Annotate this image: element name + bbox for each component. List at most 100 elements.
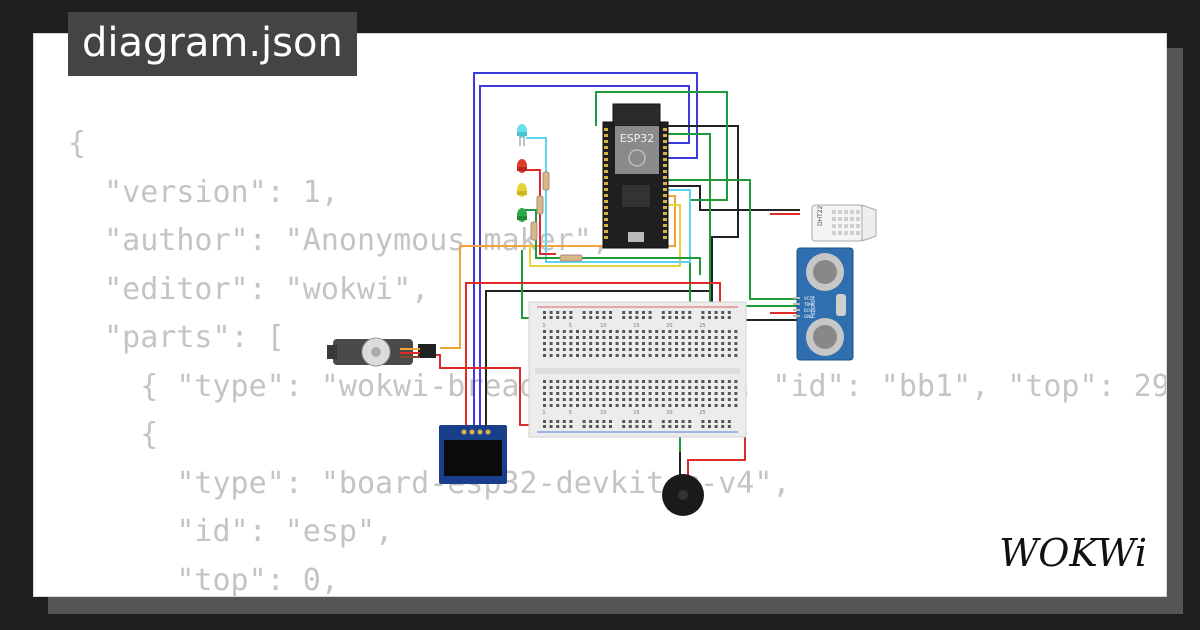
breadboard-hole [675,330,678,333]
breadboard-hole [681,380,685,383]
breadboard-hole [595,404,599,407]
breadboard-hole [609,336,612,339]
dht-vent [832,217,836,221]
buzzer[interactable] [662,474,704,516]
breadboard-hole [727,348,731,351]
breadboard-hole [635,316,639,319]
servo-motor[interactable] [327,337,436,367]
breadboard-hole [549,392,553,395]
breadboard-hole [562,316,566,319]
breadboard-hole [595,348,599,351]
breadboard-number: 25 [699,410,705,416]
oled-pin [477,429,483,435]
breadboard-hole [569,330,573,333]
wire-green-2 [668,133,800,307]
breadboard-hole [589,392,593,395]
esp-pin [604,236,608,239]
breadboard-hole [595,420,599,423]
breadboard-hole [602,386,606,389]
dht22-sensor[interactable]: DHT22 [811,204,877,242]
esp-pin [663,128,667,131]
breadboard-hole [635,386,639,389]
breadboard-hole [595,392,599,395]
breadboard-hole [609,398,612,401]
led-cyan[interactable] [517,124,527,146]
breadboard-hole [602,336,606,339]
breadboard-hole [543,330,546,333]
breadboard-hole [694,330,698,333]
oled-display[interactable] [439,425,507,484]
breadboard-hole [721,342,725,345]
breadboard-hole [727,380,731,383]
breadboard-hole [668,420,672,423]
breadboard-hole [668,398,672,401]
breadboard-hole [609,386,612,389]
breadboard-hole [615,354,619,357]
breadboard-hole [543,398,546,401]
breadboard-hole [655,404,659,407]
breadboard-hole [622,336,626,339]
code-line: "top": 0, [68,562,339,597]
breadboard-hole [701,386,705,389]
breadboard-hole [556,404,560,407]
breadboard-hole [562,386,566,389]
dht-vent [850,210,854,214]
breadboard-hole [628,342,632,345]
breadboard-hole [556,425,560,428]
breadboard-hole [543,316,546,319]
breadboard-hole [615,404,619,407]
breadboard-hole [681,316,685,319]
esp-pin [663,158,667,161]
usb-port-icon [628,232,644,242]
breadboard-hole [562,398,566,401]
breadboard-hole [569,354,573,357]
wire-red-3 [465,282,721,425]
breadboard-hole [602,404,606,407]
breadboard-hole [708,425,711,428]
resistor-1 [542,171,550,191]
breadboard-hole [727,392,731,395]
esp32-board[interactable]: ESP32 [602,103,669,249]
esp-pin [604,134,608,137]
breadboard-hole [727,420,731,423]
breadboard-holes [543,311,738,428]
breadboard-hole [556,311,560,314]
breadboard-hole [675,348,678,351]
esp-pin [604,182,608,185]
wire-green-3 [668,179,800,300]
esp-pin [604,140,608,143]
esp-pin [663,224,667,227]
dht-vent [850,231,854,235]
breadboard-hole [582,380,586,383]
breadboard-hole [562,342,566,345]
esp-pin [663,200,667,203]
breadboard-hole [543,404,546,407]
breadboard-hole [569,386,573,389]
breadboard-hole [556,420,560,423]
breadboard-hole [661,404,665,407]
breadboard-hole [734,330,738,333]
led-yellow[interactable] [517,183,527,197]
wire-red-5 [420,354,540,426]
breadboard-hole [622,392,626,395]
led-green[interactable] [517,208,527,222]
led-red[interactable] [517,159,527,173]
breadboard-hole [668,342,672,345]
breadboard-hole [549,311,553,314]
breadboard-hole [688,330,692,333]
esp-pin [663,140,667,143]
breadboard-hole [576,354,579,357]
breadboard-hole [582,316,586,319]
breadboard-hole [714,316,718,319]
breadboard-hole [701,420,705,423]
breadboard-hole [648,348,652,351]
breadboard-hole [708,336,711,339]
breadboard-hole [681,398,685,401]
breadboard-hole [543,425,546,428]
breadboard-hole [569,316,573,319]
breadboard-hole [661,348,665,351]
breadboard-hole [556,392,560,395]
breadboard-hole [694,380,698,383]
